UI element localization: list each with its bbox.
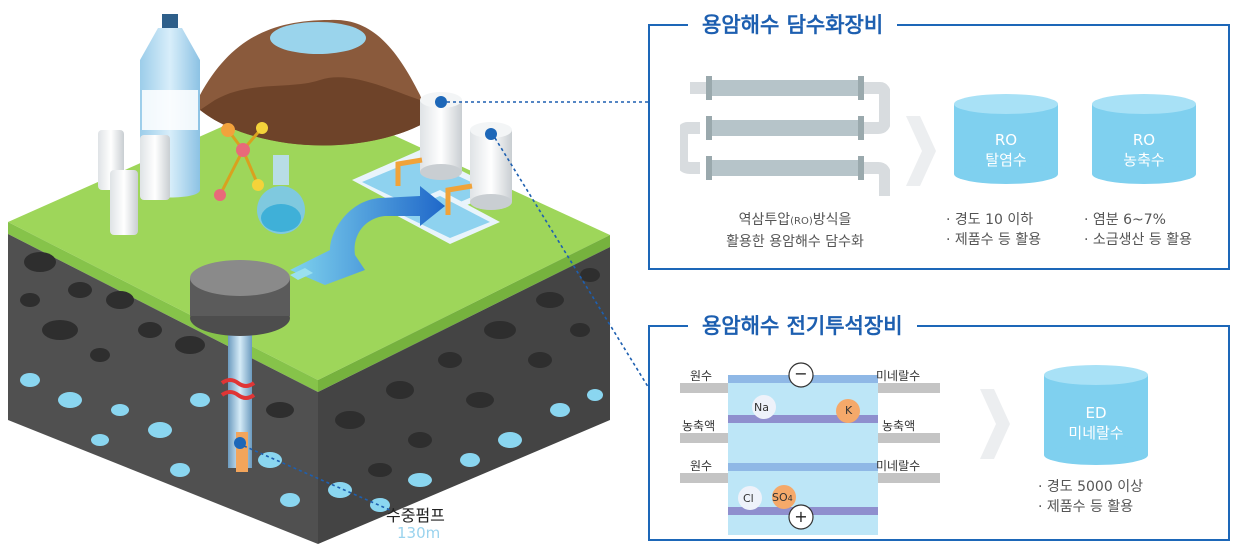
cylinder-shape (954, 94, 1058, 184)
ed-minus-sign: − (794, 364, 808, 383)
ed-left-label: 원수 (690, 369, 713, 383)
ro-cyl1-line2: 탈염수 (985, 151, 1027, 169)
ion-cl: Cl (743, 492, 754, 505)
ro-note-1-line: · 제품수 등 활용 (946, 232, 1042, 248)
connector-lines (243, 101, 651, 511)
ed-left-label: 농축액 (682, 419, 716, 433)
ion-so4-sub: 4 (787, 494, 793, 503)
ion-so4: SO4 (772, 491, 793, 504)
flask (257, 155, 305, 234)
pump-label: 수중펌프 (386, 506, 445, 525)
ion-k: K (845, 404, 853, 417)
ion-na: Na (754, 401, 769, 414)
storage-tank-2 (470, 122, 512, 210)
ro-panel-title: 용암해수 담수화장비 (688, 12, 898, 38)
ro-desc-line2: 활용한 용암해수 담수화 (726, 234, 864, 250)
chevron-right-icon (906, 116, 936, 186)
ed-cyl-line2: 미네랄수 (1068, 424, 1124, 442)
ro-cyl1-line1: RO (994, 131, 1018, 149)
ed-cylinder-mineral: ED 미네랄수 (1044, 365, 1148, 465)
ed-right-label: 농축액 (882, 419, 916, 433)
chevron-right-icon (980, 389, 1010, 459)
ed-right-label: 미네랄수 (876, 459, 921, 473)
grass-edge-right (318, 235, 610, 392)
ed-note-line: · 제품수 등 활용 (1038, 499, 1134, 515)
ro-note-2-line: · 염분 6~7% (1084, 212, 1166, 228)
ro-desc-sub: (RO) (790, 216, 813, 227)
ro-panel: 용암해수 담수화장비 역삼투압(RO)방식을 활용한 용암해수 담수화 RO 탈… (648, 12, 1230, 270)
ed-stack (680, 362, 940, 535)
ro-cylinder-desalted: RO 탈염수 (954, 94, 1058, 184)
ro-note-2-line: · 소금생산 등 활용 (1084, 232, 1192, 248)
molecule (214, 122, 268, 201)
ed-left-label: 원수 (690, 459, 713, 473)
crater-lake (270, 22, 366, 54)
ed-cyl-line1: ED (1085, 404, 1107, 422)
ro-desc-a: 역삼투압 (738, 212, 791, 228)
ro-cyl2-line2: 농축수 (1123, 151, 1165, 169)
orange-pipes (395, 157, 473, 215)
storage-tank-1 (420, 92, 462, 180)
cylinder-shape (1044, 365, 1148, 465)
filter-jugs (98, 130, 170, 235)
rock-pebbles (20, 252, 600, 477)
ro-cylinder-concentrate: RO 농축수 (1092, 94, 1196, 184)
ed-panel-title: 용암해수 전기투석장비 (688, 313, 917, 339)
ro-membrane-pipes (680, 76, 890, 196)
ro-description: 역삼투압(RO)방식을 활용한 용암해수 담수화 (700, 210, 890, 252)
ro-note-1-line: · 경도 10 이하 (946, 212, 1034, 228)
ro-cyl2-line1: RO (1132, 131, 1156, 149)
ro-desc-b: 방식을 (812, 212, 852, 228)
ed-plus-sign: + (794, 507, 808, 526)
flow-arrow (290, 186, 445, 285)
ed-notes: · 경도 5000 이상 · 제품수 등 활용 (1038, 477, 1143, 517)
cylinder-shape (1092, 94, 1196, 184)
ed-note-line: · 경도 5000 이상 (1038, 479, 1143, 495)
pump-depth: 130m (397, 524, 441, 542)
ion-so4-main: SO (772, 491, 788, 504)
ro-note-2: · 염분 6~7% · 소금생산 등 활용 (1084, 210, 1192, 250)
ed-right-label: 미네랄수 (876, 369, 921, 383)
pump-well (190, 260, 290, 472)
ed-panel: 용암해수 전기투석장비 − + Na K Cl SO4 원수 농축액 원수 미네… (648, 313, 1230, 541)
ro-note-1: · 경도 10 이하 · 제품수 등 활용 (946, 210, 1041, 250)
